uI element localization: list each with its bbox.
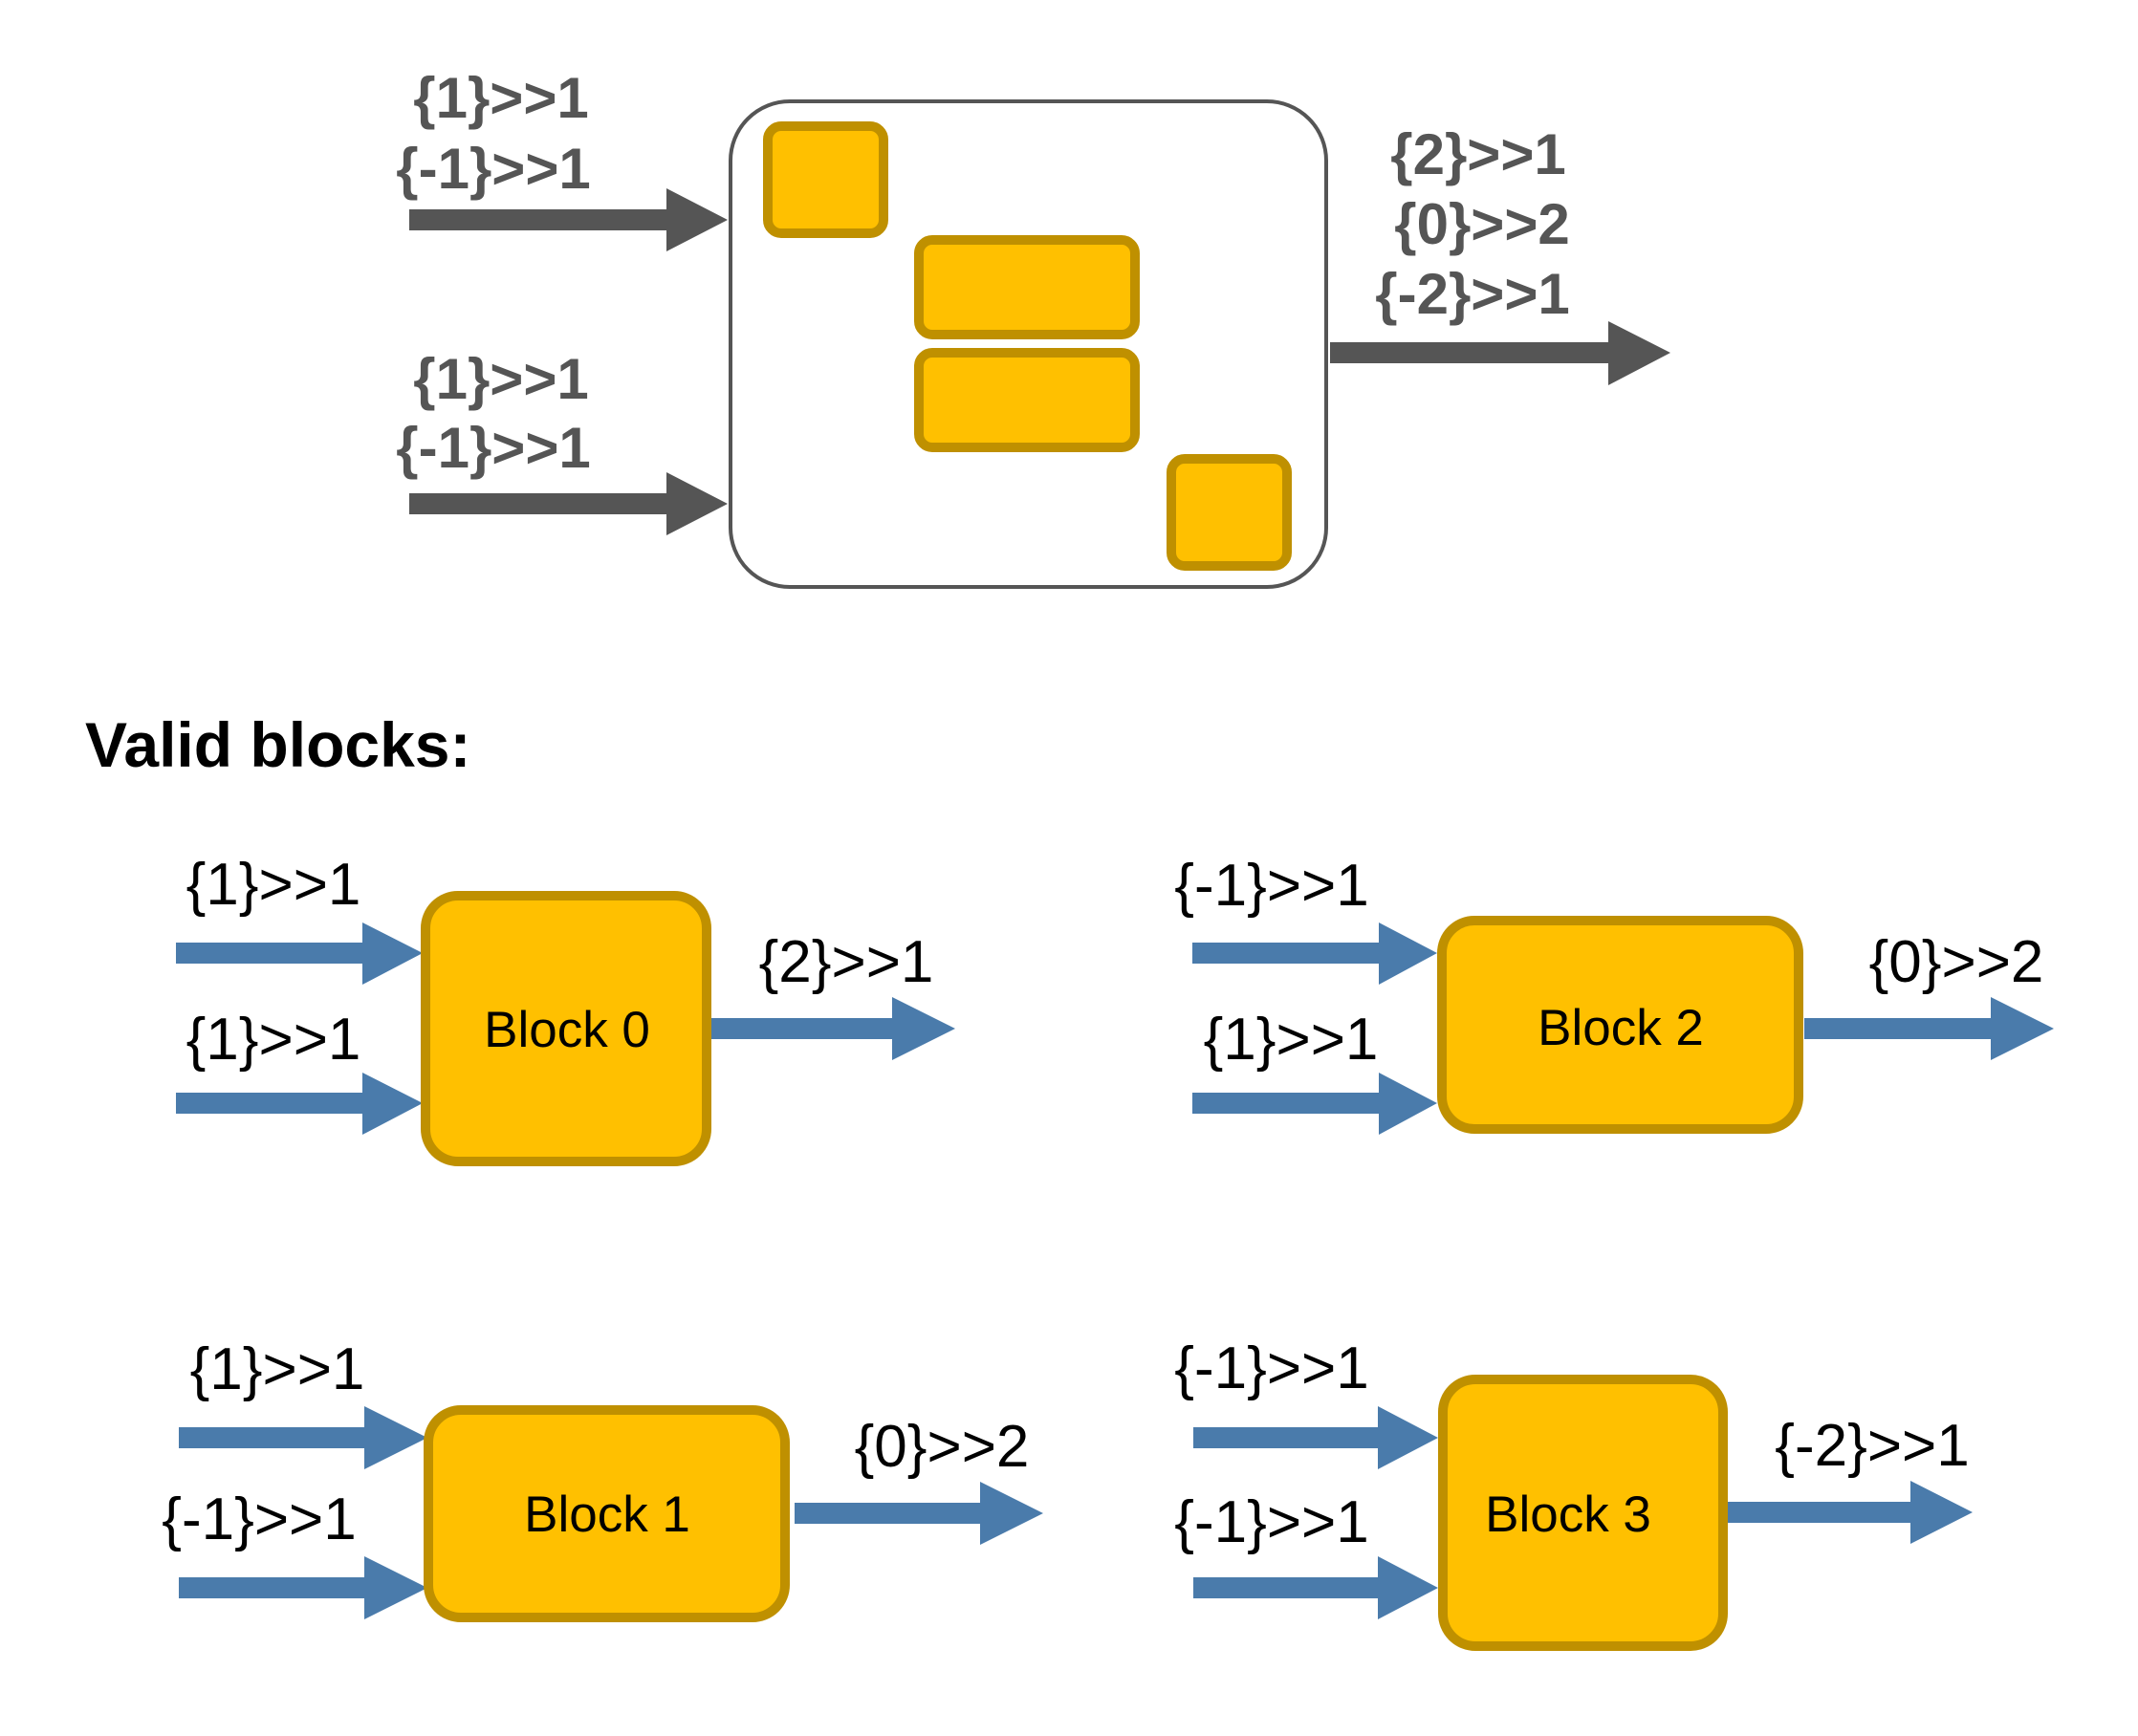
block-1-input-2-arrow: [179, 1556, 427, 1619]
block-0-input-1-label: {1}>>1: [186, 852, 361, 918]
block-2-input-1-label: {-1}>>1: [1174, 853, 1368, 919]
block-2-input-1-arrow: [1192, 922, 1437, 985]
block-3-output-arrow: [1728, 1481, 1973, 1544]
block-1-box: [424, 1405, 790, 1622]
combined-output-label-2: {0}>>2: [1394, 192, 1570, 256]
block-3-input-2-label: {-1}>>1: [1174, 1489, 1368, 1555]
section-heading: Valid blocks:: [85, 709, 470, 780]
combined-input-2: {1}>>1 {-1}>>1: [396, 347, 728, 535]
combined-input-1: {1}>>1 {-1}>>1: [396, 66, 728, 251]
inner-block-4: [1167, 454, 1292, 571]
block-0-input-1-arrow: [176, 922, 423, 985]
inner-block-3: [914, 348, 1140, 452]
block-3-input-1-label: {-1}>>1: [1174, 1335, 1368, 1401]
combined-output-label-1: {2}>>1: [1390, 122, 1566, 186]
combined-input-1-arrow: [409, 188, 728, 251]
block-2-output-label: {0}>>2: [1869, 929, 2044, 995]
combined-input-2-label-1: {1}>>1: [413, 347, 589, 411]
block-1-output-label: {0}>>2: [855, 1414, 1030, 1480]
combined-input-1-label-2: {-1}>>1: [396, 137, 591, 201]
valid-block-2: {-1}>>1 {1}>>1 Block 2 {0}>>2: [1174, 853, 2054, 1135]
inner-block-2: [914, 235, 1140, 339]
block-2-name: Block 2: [1538, 1000, 1704, 1056]
block-2-input-2-arrow: [1192, 1073, 1437, 1135]
block-0-input-2-arrow: [176, 1073, 423, 1135]
combined-output-arrow: [1330, 321, 1670, 385]
block-3-box: [1438, 1375, 1728, 1651]
block-3-input-2-arrow: [1193, 1556, 1438, 1619]
block-3-input-1-arrow: [1193, 1406, 1438, 1469]
block-2-output-arrow: [1804, 997, 2054, 1060]
block-1-output-arrow: [795, 1482, 1043, 1545]
block-3-output-label: {-2}>>1: [1775, 1413, 1969, 1479]
valid-block-3: {-1}>>1 {-1}>>1 Block 3 {-2}>>1: [1174, 1335, 1973, 1651]
combined-diagram: {1}>>1 {-1}>>1 {1}>>1 {-1}>>1 {2}>>1 {0}…: [396, 66, 1670, 589]
block-3-name: Block 3: [1485, 1486, 1651, 1543]
block-1-input-1-arrow: [179, 1406, 427, 1469]
block-0-name: Block 0: [484, 1002, 650, 1058]
valid-block-1: {1}>>1 {-1}>>1 Block 1 {0}>>2: [162, 1336, 1043, 1622]
combined-input-2-arrow: [409, 472, 728, 535]
block-0-output-arrow: [711, 997, 955, 1060]
valid-block-0: {1}>>1 {1}>>1 Block 0 {2}>>1: [176, 852, 955, 1166]
combined-output: {2}>>1 {0}>>2 {-2}>>1: [1330, 122, 1670, 385]
combined-output-label-3: {-2}>>1: [1375, 262, 1570, 326]
block-2-input-2-label: {1}>>1: [1204, 1007, 1379, 1073]
combined-input-1-label-1: {1}>>1: [413, 66, 589, 130]
block-0-output-label: {2}>>1: [759, 929, 934, 995]
block-2-box: [1437, 916, 1803, 1134]
block-0-input-2-label: {1}>>1: [186, 1007, 361, 1073]
block-0-box: [421, 891, 711, 1166]
block-1-name: Block 1: [524, 1486, 690, 1543]
combined-input-2-label-2: {-1}>>1: [396, 416, 591, 480]
inner-block-1: [763, 121, 888, 238]
block-1-input-2-label: {-1}>>1: [162, 1486, 356, 1552]
block-1-input-1-label: {1}>>1: [190, 1336, 365, 1402]
